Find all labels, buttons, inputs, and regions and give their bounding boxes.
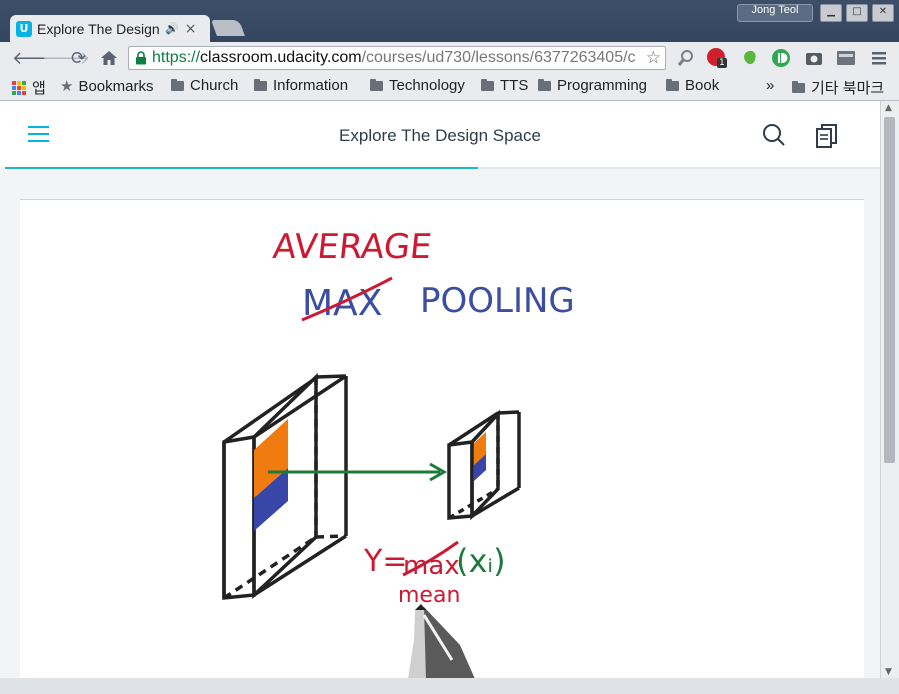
url-text: https://classroom.udacity.com/courses/ud…: [152, 49, 636, 66]
maximize-button[interactable]: □: [846, 4, 868, 22]
folder-icon: [171, 78, 184, 91]
new-tab-button[interactable]: [211, 20, 245, 36]
folder-icon: [481, 78, 494, 91]
tab-title: Explore The Design Space: [37, 20, 159, 37]
address-bar[interactable]: https://classroom.udacity.com/courses/ud…: [128, 46, 666, 70]
hamburger-menu-icon[interactable]: [28, 126, 49, 142]
folder-icon: [792, 80, 805, 93]
bookmark-folder-book[interactable]: Book: [666, 77, 719, 94]
input-patch-orange: [254, 419, 288, 498]
max-strikethrough: [301, 276, 393, 322]
bookmark-folder-other[interactable]: 기타 북마크: [792, 77, 884, 98]
star-icon: ★: [60, 78, 74, 95]
reload-icon[interactable]: ⟳: [71, 48, 87, 69]
bookmark-folder-programming[interactable]: Programming: [538, 77, 647, 94]
window-bottom-edge: [0, 678, 899, 694]
page-title: Explore The Design Space: [339, 126, 541, 145]
page-viewport: Explore The Design Space AVERAGE MAX POO…: [0, 101, 880, 678]
pen-icon: [408, 604, 475, 678]
bookmark-folder-information[interactable]: Information: [254, 77, 348, 94]
forward-arrow-icon[interactable]: 🡒: [42, 48, 91, 69]
bookmarks-overflow-button[interactable]: »: [766, 77, 775, 94]
bookmark-bookmarks[interactable]: ★ Bookmarks: [60, 77, 154, 96]
formula-max: max: [403, 551, 460, 581]
folder-icon: [538, 78, 551, 91]
minimize-button[interactable]: ▁: [820, 4, 842, 22]
output-patch-blue: [474, 454, 486, 481]
evernote-extension-icon[interactable]: [740, 48, 760, 68]
udacity-favicon-icon: U: [16, 20, 32, 37]
lesson-progress-fill: [5, 167, 478, 169]
scroll-down-arrow-icon[interactable]: ▼: [885, 667, 892, 677]
pooling-whiteboard-drawing: AVERAGE MAX POOLING: [222, 227, 575, 678]
bookmark-folder-tts[interactable]: TTS: [481, 77, 528, 94]
bookmark-folder-technology[interactable]: Technology: [370, 77, 465, 94]
back-arrow-icon[interactable]: 🡐: [12, 48, 61, 69]
folder-icon: [666, 78, 679, 91]
notes-icon[interactable]: [815, 123, 839, 149]
formula-args: (xᵢ): [456, 542, 506, 580]
heading-average: AVERAGE: [271, 227, 434, 267]
scrollbar-thumb[interactable]: [884, 117, 895, 463]
bookmark-star-icon[interactable]: ☆: [645, 48, 661, 68]
formula-max-strikethrough: [402, 540, 459, 577]
video-player[interactable]: AVERAGE MAX POOLING: [20, 199, 864, 678]
tab-close-icon[interactable]: ×: [184, 20, 197, 37]
speaker-icon[interactable]: 🔊: [165, 22, 179, 35]
heading-pooling: POOLING: [420, 281, 575, 321]
pushbullet-extension-icon[interactable]: [771, 48, 791, 68]
profile-button[interactable]: Jong Teol: [737, 4, 813, 22]
search-icon[interactable]: [762, 123, 786, 147]
page-scrollbar[interactable]: ▲ ▼: [880, 101, 899, 678]
folder-icon: [370, 78, 383, 91]
browser-titlebar: U Explore The Design Space 🔊 × Jong Teol…: [0, 0, 899, 42]
classroom-header: Explore The Design Space: [0, 101, 880, 167]
magnifier-extension-icon[interactable]: [676, 48, 696, 68]
output-feature-map: [447, 409, 521, 521]
browser-toolbar: 🡐 🡒 ⟳ https://classroom.udacity.com/cour…: [0, 42, 899, 74]
lock-icon: [136, 51, 146, 65]
scroll-up-arrow-icon[interactable]: ▲: [885, 103, 892, 113]
camera-extension-icon[interactable]: [804, 48, 824, 68]
menu-icon[interactable]: [869, 48, 889, 68]
adblock-extension-icon[interactable]: 1: [707, 48, 727, 68]
close-window-button[interactable]: ✕: [872, 4, 894, 22]
bookmark-folder-church[interactable]: Church: [171, 77, 238, 94]
bookmark-apps[interactable]: 앱: [12, 77, 46, 98]
lesson-progress-bar: [5, 167, 880, 169]
browser-tab[interactable]: U Explore The Design Space 🔊 ×: [10, 15, 210, 42]
input-patch-blue: [254, 468, 288, 531]
bookmarks-bar: 앱 ★ Bookmarks Church Information Technol…: [0, 74, 899, 101]
formula-mean: mean: [398, 583, 460, 608]
typing-extension-icon[interactable]: [836, 48, 856, 68]
home-icon[interactable]: [100, 50, 118, 66]
apps-grid-icon: [12, 80, 26, 95]
folder-icon: [254, 78, 267, 91]
formula-y: Y=: [363, 544, 407, 579]
